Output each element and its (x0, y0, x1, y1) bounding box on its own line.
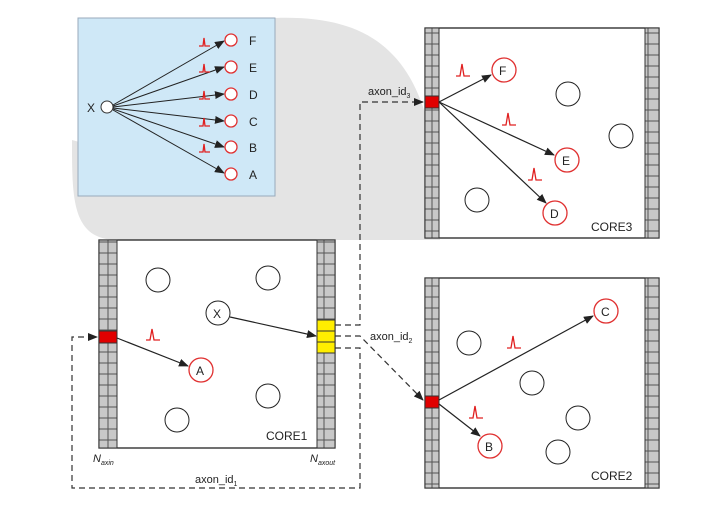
core2-neuron-b-label: B (485, 440, 493, 454)
core3-neuron-d-label: D (550, 207, 559, 221)
core1-axout-label: Naxout (310, 453, 336, 467)
core1-name: CORE1 (266, 429, 308, 443)
core2-spike-icon (469, 405, 483, 419)
core2-name: CORE2 (591, 469, 633, 483)
core3-neuron-e-label: E (562, 154, 570, 168)
axon-id-2-label: axon_id2 (370, 331, 413, 345)
core3-neuron (555, 81, 581, 107)
core1: X A CORE1 Naxin Naxout (93, 239, 336, 467)
core3: F E D CORE3 (424, 27, 660, 239)
core1-spike-icon (146, 328, 160, 341)
core3-neuron (608, 123, 634, 149)
core3-axin-column (424, 27, 440, 239)
core2-spike-icon (507, 335, 521, 349)
core1-neuron (145, 267, 171, 293)
legend-target-neurons (224, 33, 238, 181)
core1-arrow-x-out (229, 316, 317, 338)
legend-source-label: X (87, 101, 95, 115)
legend-label-b: B (249, 141, 257, 155)
link-axon-id-2 (335, 335, 424, 401)
core1-body (98, 239, 336, 449)
core3-axout-column (644, 27, 660, 239)
core3-arrow-f (438, 74, 492, 103)
core2-neuron (565, 405, 591, 431)
legend-neuron-e (224, 60, 238, 74)
core1-axin-label: Naxin (93, 453, 114, 467)
core2-neuron (545, 439, 571, 465)
core1-output-slot-1 (316, 319, 336, 332)
core3-spike-icon (528, 167, 542, 181)
core1-arrow-in-a (116, 337, 189, 367)
axon-id-1-label: axon_id1 (195, 474, 238, 488)
legend-source-neuron (100, 100, 114, 114)
legend-label-d: D (249, 88, 258, 102)
core1-output-slot-3 (316, 341, 336, 354)
legend-label-c: C (249, 115, 258, 129)
legend-label-a: A (249, 168, 257, 182)
link-axon-id-3 (335, 98, 424, 326)
core2-arrow-c (438, 315, 594, 401)
core2-active-axin-slot (424, 395, 440, 409)
axon-links (71, 98, 424, 489)
link-axon-id-1 (71, 333, 361, 489)
legend-neuron-c (224, 114, 238, 128)
core3-spike-icon (456, 63, 470, 77)
core3-neuron (464, 187, 490, 213)
core1-neuron-x (205, 300, 231, 326)
core1-active-axin-slot (98, 330, 118, 344)
core3-name: CORE3 (591, 220, 633, 234)
core3-spike-icon (502, 112, 516, 126)
legend-neuron-b (224, 140, 238, 154)
core2-axin-column (424, 277, 440, 489)
core3-neuron-f-label: F (499, 64, 506, 78)
core1-neuron (164, 407, 190, 433)
legend-label-f: F (249, 34, 256, 48)
core3-arrow-e (438, 101, 555, 156)
legend-neuron-d (224, 87, 238, 101)
core3-neuron-e (554, 147, 580, 173)
core2-neuron-c (593, 298, 619, 324)
core2-neuron-c-label: C (601, 305, 610, 319)
core1-output-slot-2 (316, 330, 336, 343)
core2-axout-column (644, 277, 660, 489)
core1-axin-column (98, 239, 118, 449)
legend-spike-icons (199, 37, 210, 153)
core1-neuron-a-label: A (196, 364, 204, 378)
fanout-legend: X F E D C B A (77, 17, 276, 197)
core3-active-axin-slot (424, 95, 440, 109)
core1-neuron (255, 265, 281, 291)
legend-neuron-f (224, 33, 238, 47)
legend-neuron-a (224, 167, 238, 181)
core3-neuron-f (491, 57, 517, 83)
core2-neuron (456, 330, 482, 356)
core2-neuron-b (477, 433, 503, 459)
core1-neuron-x-label: X (213, 307, 221, 321)
core1-neuron-a (188, 357, 214, 383)
core1-neuron (255, 383, 281, 409)
core3-neuron-d (542, 200, 568, 226)
core2-neuron (519, 370, 545, 396)
core3-arrow-d (438, 101, 547, 204)
legend-label-e: E (249, 61, 257, 75)
axon-id-3-label: axon_id3 (368, 86, 411, 100)
legend-fanout-arrows (112, 40, 225, 174)
core2: C B CORE2 (424, 277, 660, 489)
core2-arrow-b (438, 403, 481, 437)
